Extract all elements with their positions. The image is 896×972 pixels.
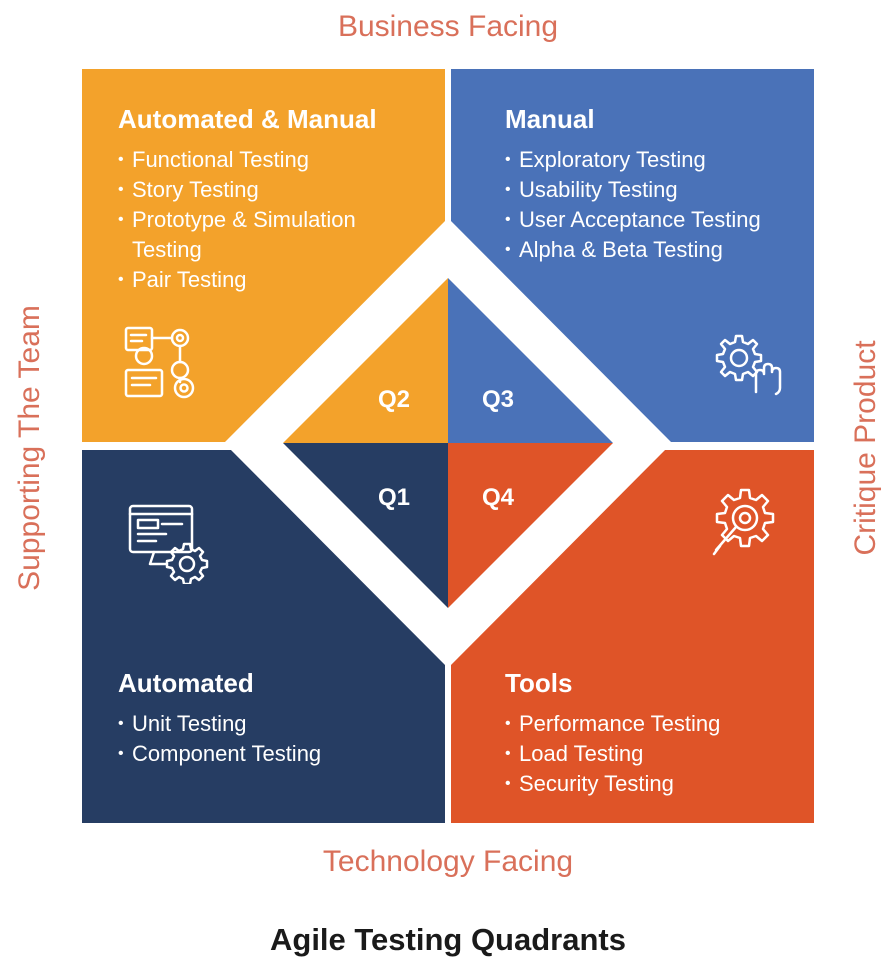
- diamond-q2-segment: [283, 278, 448, 443]
- q2-list: Functional Testing Story Testing Prototy…: [118, 145, 418, 295]
- q3-label: Q3: [482, 386, 514, 413]
- q4-label: Q4: [482, 484, 515, 511]
- list-item: Functional Testing: [118, 145, 418, 175]
- q4-heading: Tools: [505, 668, 573, 698]
- q4-list: Performance Testing Load Testing Securit…: [505, 709, 815, 799]
- list-item: User Acceptance Testing: [505, 205, 815, 235]
- q1-label: Q1: [378, 484, 410, 511]
- q2-label: Q2: [378, 386, 410, 413]
- diamond-q3-segment: [448, 278, 613, 443]
- computer-gear-icon: [128, 504, 209, 584]
- list-item: Usability Testing: [505, 175, 815, 205]
- q3-content: Manual Exploratory Testing Usability Tes…: [505, 104, 815, 265]
- diamond-q1-segment: [283, 443, 448, 608]
- q1-content: Automated Unit Testing Component Testing: [118, 668, 418, 769]
- q2-heading: Automated & Manual: [118, 104, 377, 134]
- workflow-icon: [124, 326, 195, 399]
- list-item: Load Testing: [505, 739, 815, 769]
- list-item: Performance Testing: [505, 709, 815, 739]
- q1-heading: Automated: [118, 668, 254, 698]
- q1-list: Unit Testing Component Testing: [118, 709, 418, 769]
- gear-search-icon: [712, 488, 775, 556]
- business-facing-label: Business Facing: [337, 10, 559, 43]
- list-item: Alpha & Beta Testing: [505, 235, 815, 265]
- gear-hand-icon: [715, 334, 782, 396]
- diagram-title: Agile Testing Quadrants: [270, 922, 626, 957]
- list-item: Pair Testing: [118, 265, 418, 295]
- list-item: Security Testing: [505, 769, 815, 799]
- technology-facing-label: Technology Facing: [322, 845, 574, 878]
- q3-list: Exploratory Testing Usability Testing Us…: [505, 145, 815, 265]
- list-item: Unit Testing: [118, 709, 418, 739]
- list-item: Prototype & Simulation Testing: [118, 205, 392, 265]
- list-item: Component Testing: [118, 739, 418, 769]
- diamond-q4-segment: [448, 443, 613, 608]
- list-item: Exploratory Testing: [505, 145, 815, 175]
- list-item: Story Testing: [118, 175, 418, 205]
- q3-heading: Manual: [505, 104, 595, 134]
- q2-content: Automated & Manual Functional Testing St…: [118, 104, 418, 295]
- q4-content: Tools Performance Testing Load Testing S…: [505, 668, 815, 799]
